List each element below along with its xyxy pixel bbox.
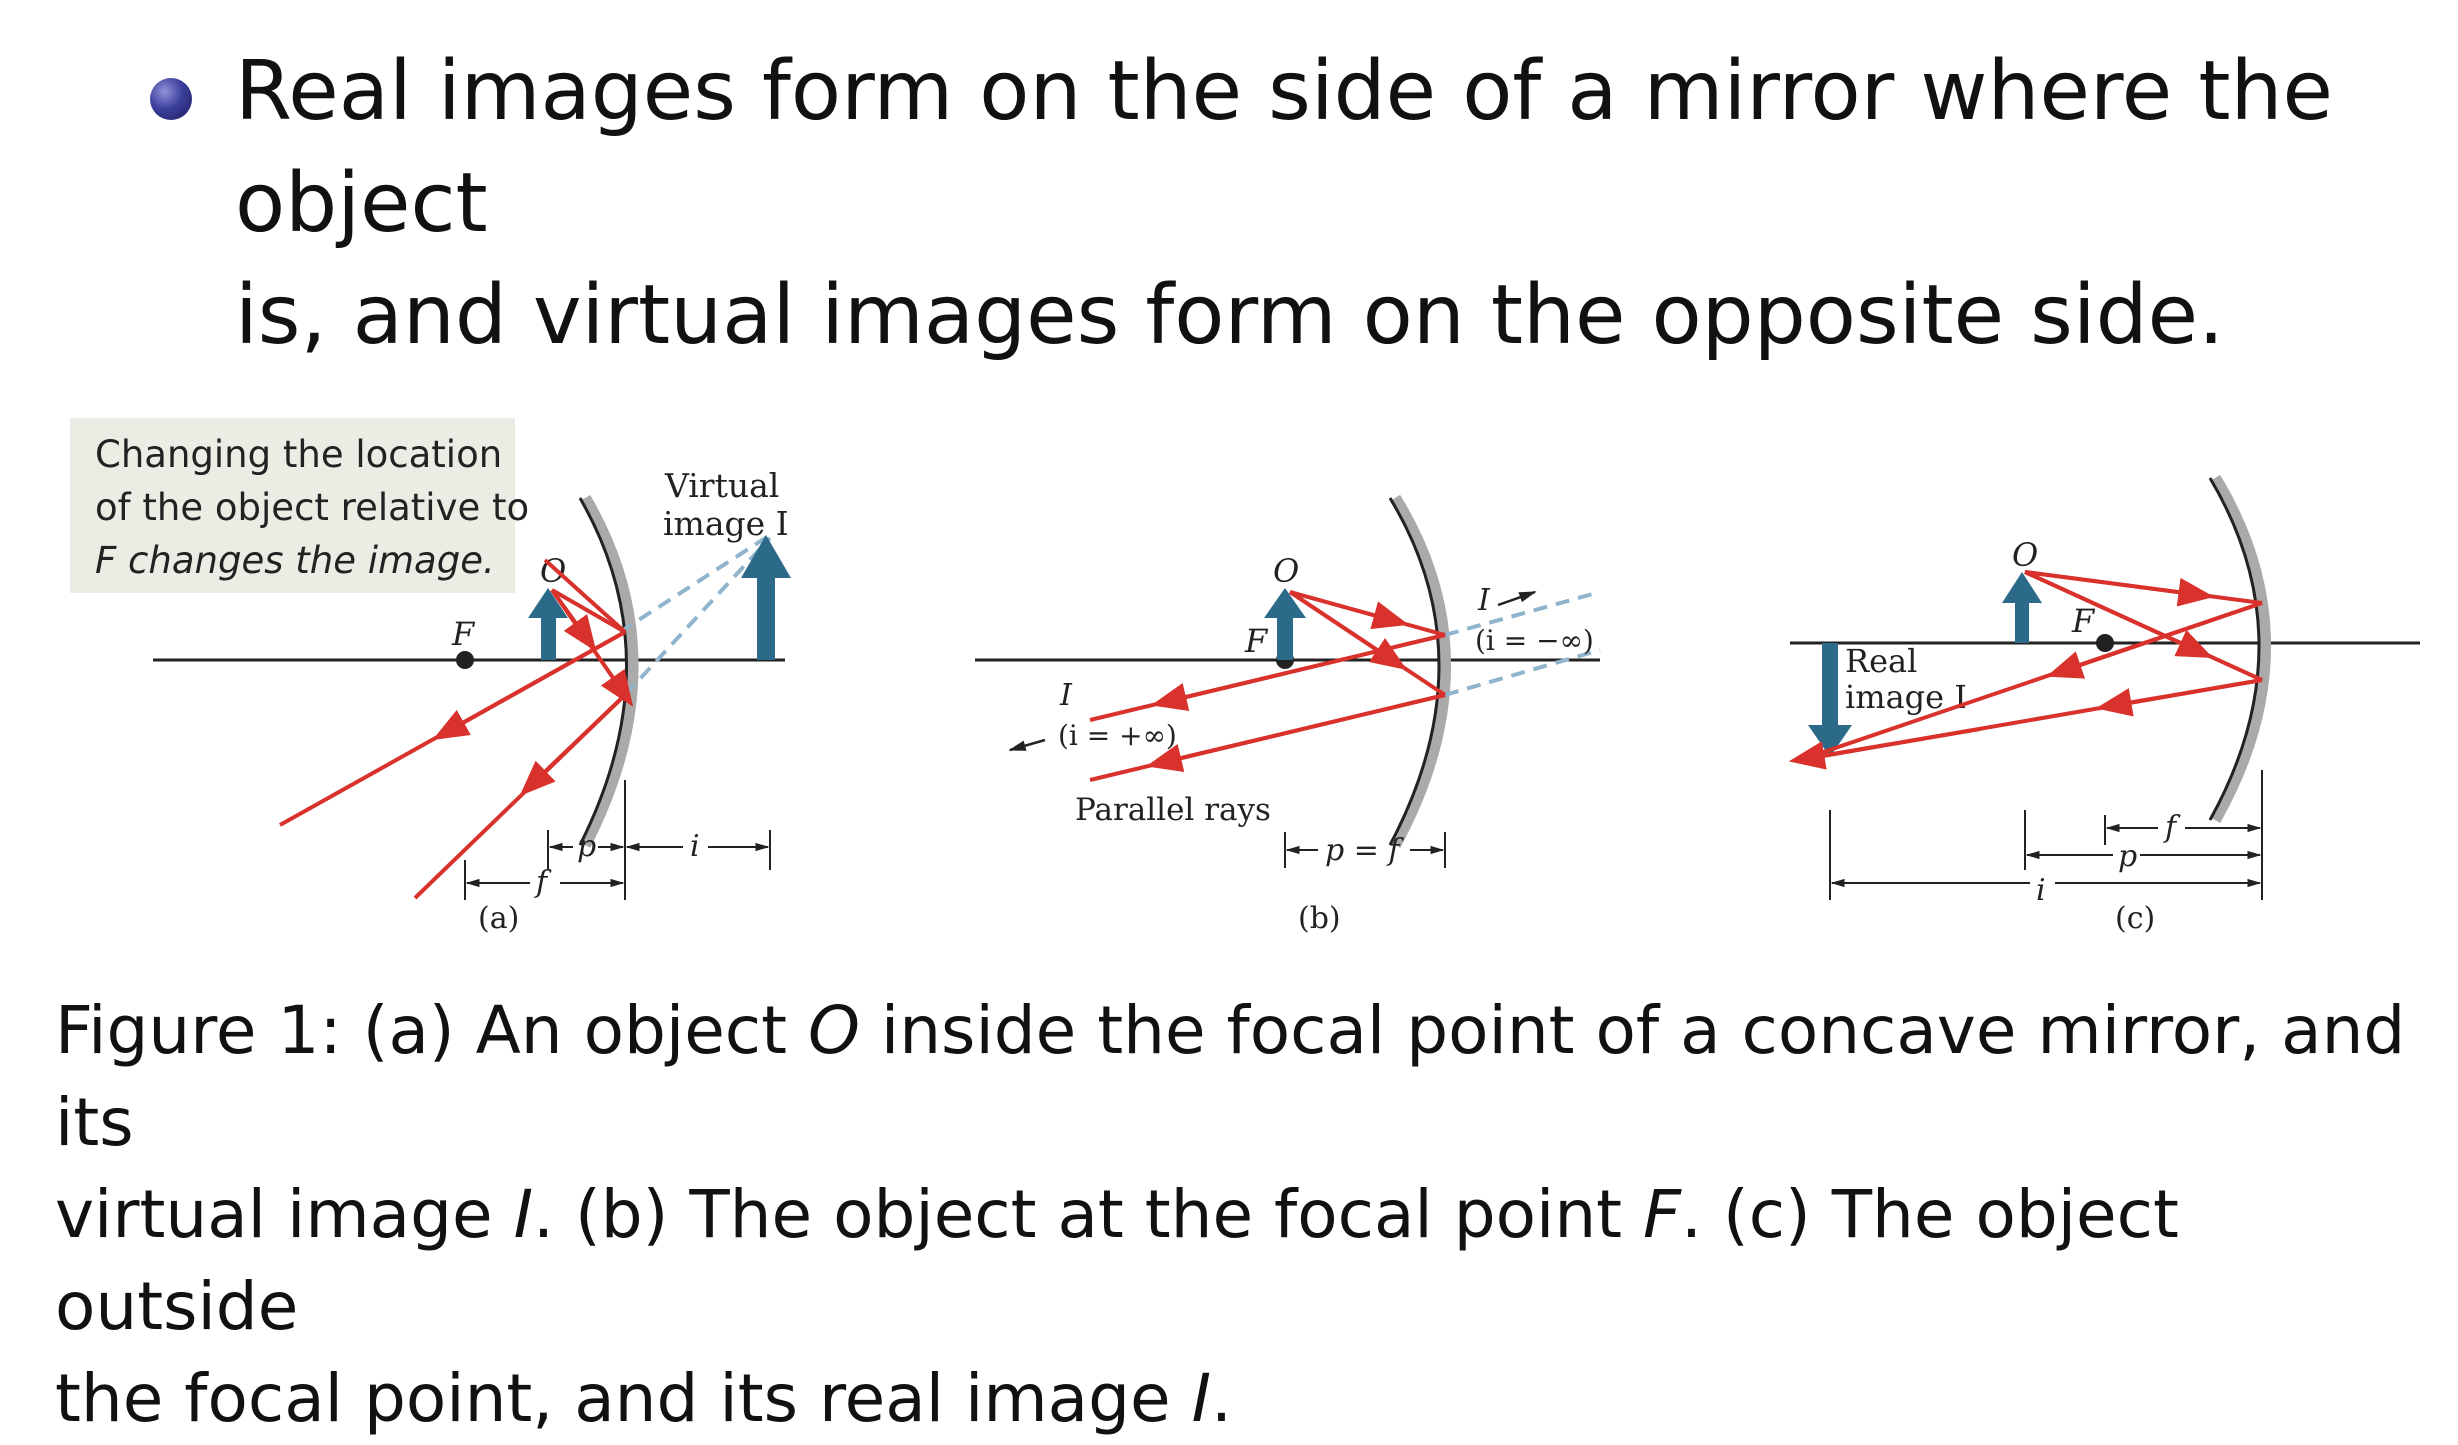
image-inf-left-b: (i = +∞) <box>1058 719 1177 752</box>
note-line-3: F changes the image. <box>95 539 495 582</box>
real-image-arrow-c <box>1808 643 1852 757</box>
caption-var-i: I <box>513 1176 534 1253</box>
note-box <box>70 418 515 593</box>
caption-var-o: O <box>807 992 860 1069</box>
dim-f-label-c: f <box>2163 810 2181 845</box>
mirror-diagram: Changing the location of the object rela… <box>70 418 2420 936</box>
svg-text:of the object relative to: of the object relative to <box>95 486 529 529</box>
virtual-image-label-1: Virtual <box>664 466 779 505</box>
note-line-2: of the object relative to <box>95 486 529 529</box>
focal-label-c: F <box>2071 602 2096 640</box>
caption-text: inside the focal point of a concave mirr… <box>55 992 2406 1161</box>
real-image-label-1: Real <box>1845 642 1917 680</box>
virtual-image-label-2: image I <box>663 504 789 543</box>
object-label-c: O <box>2012 536 2038 574</box>
dim-p-label-a: p <box>577 829 596 864</box>
caption-text: . (b) The object at the focal point <box>533 1176 1644 1253</box>
object-arrow-b <box>1264 588 1306 660</box>
caption-text: Figure 1: (a) An object <box>55 992 808 1069</box>
dim-i-label-c: i <box>2036 873 2046 908</box>
virtual-ray-b1 <box>1444 590 1601 637</box>
mirror-b <box>1389 494 1451 848</box>
focal-point-a <box>456 651 474 669</box>
object-label-b: O <box>1273 552 1299 590</box>
image-inf-right-b: (i = −∞) <box>1475 624 1594 657</box>
focal-label-a: F <box>451 615 476 653</box>
figure-caption: Figure 1: (a) An object O inside the foc… <box>55 985 2435 1445</box>
panel-b: F O I (i = −∞) I (i = +∞) Parallel rays … <box>975 494 1601 936</box>
panel-label-b: (b) <box>1298 901 1341 936</box>
mirror-c <box>2209 474 2271 823</box>
panel-label-a: (a) <box>478 901 519 936</box>
svg-text:Changing the location: Changing the location <box>95 433 502 476</box>
dim-f-label-a: f <box>534 865 552 900</box>
bullet-line-2: is, and virtual images form on the oppos… <box>235 268 2225 363</box>
dim-pf-label-b: p = f <box>1325 833 1404 868</box>
object-arrow-a <box>528 588 568 660</box>
panel-label-c: (c) <box>2115 901 2155 936</box>
caption-text: . <box>1211 1360 1233 1437</box>
virtual-ray-b2 <box>1444 648 1601 697</box>
note-line-1: Changing the location <box>95 433 502 476</box>
bullet-icon <box>150 78 192 120</box>
parallel-rays-label: Parallel rays <box>1075 792 1271 828</box>
object-arrow-c <box>2002 572 2042 643</box>
bullet-line-1: Real images form on the side of a mirror… <box>235 44 2333 251</box>
caption-text: the focal point, and its real image <box>55 1360 1192 1437</box>
image-label-left-b: I <box>1059 678 1073 713</box>
virtual-ray-a1 <box>618 533 772 634</box>
virtual-ray-a2 <box>623 536 772 697</box>
image-label-right-b: I <box>1477 583 1491 618</box>
virtual-image-arrow-a <box>741 535 791 660</box>
focal-point-c <box>2096 634 2114 652</box>
svg-text:F changes the image.: F changes the image. <box>95 539 495 582</box>
caption-var-f: F <box>1643 1176 1681 1253</box>
caption-var-i: I <box>1191 1360 1212 1437</box>
bullet-text: Real images form on the side of a mirror… <box>235 36 2435 372</box>
object-label-a: O <box>540 552 566 590</box>
panel-a: Changing the location of the object rela… <box>70 418 791 936</box>
panel-c: F O Real image I f p <box>1788 474 2420 936</box>
dim-p-label-c: p <box>2118 839 2137 874</box>
caption-text: virtual image <box>55 1176 514 1253</box>
mirror-a <box>579 494 639 848</box>
focal-label-b: F <box>1244 622 1269 660</box>
dim-i-label-a: i <box>690 829 700 864</box>
